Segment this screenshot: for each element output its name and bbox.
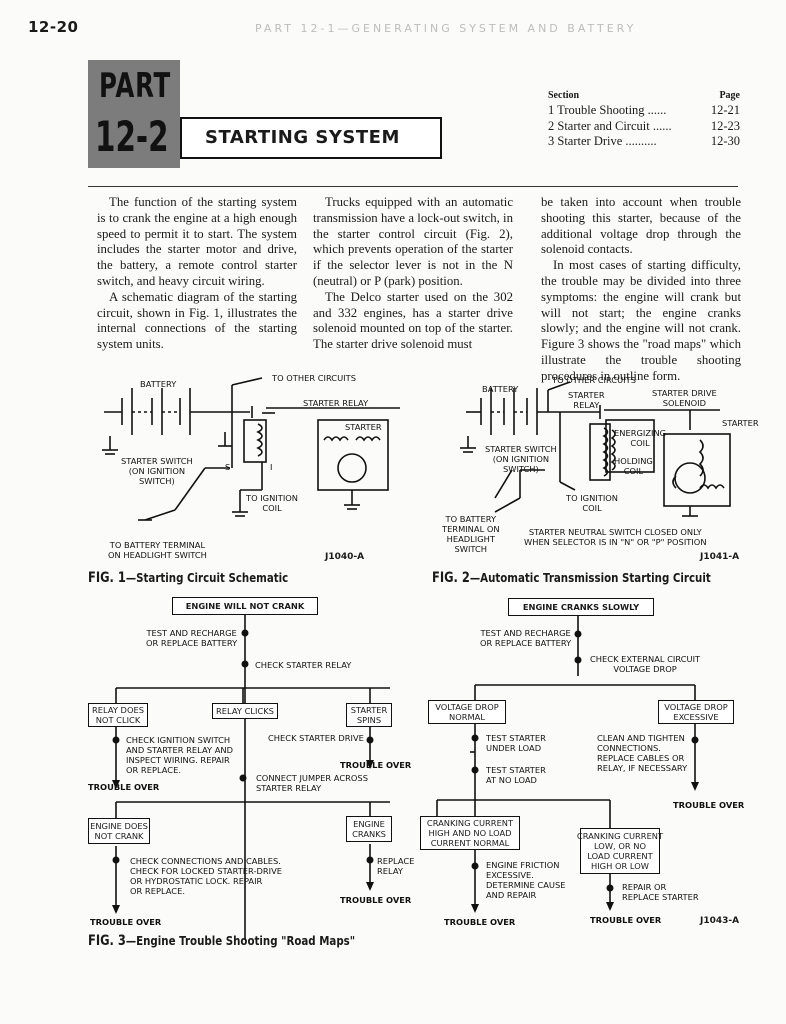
flow-test-battery-right: TEST AND RECHARGE OR REPLACE BATTERY [480,628,572,648]
toc-item-label: 2 Starter and Circuit ...... [548,118,672,133]
paragraph: be taken into account when trouble shoot… [541,195,741,257]
flow-starter-spins: STARTER SPINS [346,703,392,727]
toc-row: 3 Starter Drive .......... 12-30 [548,134,740,150]
flow-relay-clicks: RELAY CLICKS [212,703,278,719]
fig1-i-label: I [270,462,273,472]
flow-engine-friction: ENGINE FRICTION EXCESSIVE. DETERMINE CAU… [486,860,566,900]
toc-item-label: 3 Starter Drive .......... [548,134,657,148]
fig2-ignition-coil-label: TO IGNITION COIL [566,493,619,513]
flow-trouble-over: TROUBLE OVER [90,917,162,927]
flow-trouble-over: TROUBLE OVER [444,917,516,927]
flow-engine-will-not-crank: ENGINE WILL NOT CRANK [172,597,318,615]
fig1-caption: FIG. 1—Starting Circuit Schematic [88,570,288,586]
toc-row: 1 Trouble Shooting ...... 12-21 [548,103,740,119]
fig2-battery-terminal-label: TO BATTERY TERMINAL ON HEADLIGHT SWITCH [442,514,500,554]
flow-trouble-over: TROUBLE OVER [673,800,745,810]
flow-check-external: CHECK EXTERNAL CIRCUIT VOLTAGE DROP [590,654,701,674]
flow-check-relay: CHECK STARTER RELAY [255,660,352,670]
flow-test-battery: TEST AND RECHARGE OR REPLACE BATTERY [146,628,238,648]
fig2-caption: FIG. 2—Automatic Transmission Starting C… [432,570,711,586]
body-column-1: The function of the starting system is t… [97,195,297,353]
toc-item-label: 1 Trouble Shooting ...... [548,103,667,117]
fig1-code: J1040-A [325,552,365,562]
fig1-starter-label: STARTER [345,422,382,432]
toc-item-page: 12-30 [710,134,740,148]
fig1-s-label: S [225,462,231,472]
flow-voltage-excessive: VOLTAGE DROP EXCESSIVE [658,700,734,724]
fig2-caption-text: —Automatic Transmission Starting Circuit [469,570,711,585]
flow-voltage-normal: VOLTAGE DROP NORMAL [428,700,506,724]
paragraph: A schematic diagram of the starting circ… [97,289,297,352]
fig3-caption-text: —Engine Trouble Shooting "Road Maps" [125,933,356,948]
paragraph: The function of the starting system is t… [97,195,297,288]
toc-item-page: 12-21 [710,103,740,117]
flow-trouble-over: TROUBLE OVER [340,895,412,905]
flow-trouble-over: TROUBLE OVER [590,915,662,925]
toc-header: Section Page [548,90,740,101]
flow-engine-cranks-slowly: ENGINE CRANKS SLOWLY [508,598,654,616]
flow-cranking-low: CRANKING CURRENT LOW, OR NO LOAD CURRENT… [577,828,663,874]
title-rule [88,186,738,187]
fig2-code: J1041-A [700,552,740,562]
flow-cranking-normal: CRANKING CURRENT HIGH AND NO LOAD CURREN… [420,816,520,850]
section-title: STARTING SYSTEM [205,127,400,148]
toc-row: 2 Starter and Circuit ...... 12-23 [548,119,740,135]
fig3-code: J1043-A [700,916,740,926]
paragraph: In most cases of starting difficulty, th… [541,258,741,383]
flow-engine-does-not-crank: ENGINE DOES NOT CRANK [88,818,150,844]
body-column-2: Trucks equipped with an automatic transm… [313,195,513,353]
fig2-other-circuits-label: TO OTHER CIRCUITS [552,375,636,385]
flow-check-drive: CHECK STARTER DRIVE [268,733,364,743]
fig2-caption-number: FIG. 2 [432,570,470,586]
flow-connect-jumper: CONNECT JUMPER ACROSS STARTER RELAY [256,773,368,793]
flow-test-no-load: TEST STARTER AT NO LOAD [486,765,546,785]
page-number: 12-20 [28,18,79,36]
fig2-neutral-switch-label: STARTER NEUTRAL SWITCH CLOSED ONLY WHEN … [524,527,707,547]
fig2-starter-label: STARTER [722,418,759,428]
fig2-starter-switch-label: STARTER SWITCH (ON IGNITION SWITCH) [485,444,557,474]
fig3-caption: FIG. 3—Engine Trouble Shooting "Road Map… [88,933,355,949]
fig1-caption-number: FIG. 1 [88,570,126,586]
fig1-starter-relay-label: STARTER RELAY [303,398,369,408]
flow-test-under-load: TEST STARTER UNDER LOAD [486,733,546,753]
fig1-battery-terminal-label: TO BATTERY TERMINAL ON HEADLIGHT SWITCH [108,540,207,560]
fig2-holding-coil-label: HOLDING COIL [614,456,653,476]
paragraph: Trucks equipped with an automatic transm… [313,195,513,288]
section-title-box [180,117,442,159]
flow-trouble-over: TROUBLE OVER [340,760,412,770]
fig2-starter-relay-label: STARTER RELAY [568,390,605,410]
toc-section-label: Section [548,90,580,101]
toc-item-page: 12-23 [710,118,740,133]
flow-replace-relay: REPLACE RELAY [377,856,415,876]
fig1-caption-text: —Starting Circuit Schematic [125,570,289,585]
flow-relay-does-not-click: RELAY DOES NOT CLICK [88,703,148,727]
toc-page-label: Page [719,90,740,101]
fig1-starter-switch-label: STARTER SWITCH (ON IGNITION SWITCH) [121,456,193,486]
flow-clean-tighten: CLEAN AND TIGHTEN CONNECTIONS. REPLACE C… [597,733,688,773]
part-banner [88,60,180,168]
flow-check-ignition: CHECK IGNITION SWITCH AND STARTER RELAY … [126,735,233,775]
fig1-other-circuits-label: TO OTHER CIRCUITS [272,373,356,383]
flow-engine-cranks: ENGINE CRANKS [346,816,392,842]
part-word: PART [99,66,171,106]
body-column-3: be taken into account when trouble shoot… [541,195,741,385]
paragraph: The Delco starter used on the 302 and 33… [313,289,513,352]
fig2-energizing-coil-label: ENERGIZING COIL [614,428,667,448]
flow-repair-replace: REPAIR OR REPLACE STARTER [622,882,699,902]
running-head: PART 12-1—GENERATING SYSTEM AND BATTERY [255,22,637,35]
fig1-ignition-coil-label: TO IGNITION COIL [246,493,299,513]
flow-check-connections: CHECK CONNECTIONS AND CABLES. CHECK FOR … [130,856,282,896]
fig2-drive-solenoid-label: STARTER DRIVE SOLENOID [652,388,717,408]
part-number: 12-2 [95,112,169,161]
fig1-battery-label: BATTERY [140,379,177,389]
fig3-caption-number: FIG. 3 [88,933,126,949]
table-of-contents: Section Page 1 Trouble Shooting ...... 12… [548,90,740,150]
flow-trouble-over: TROUBLE OVER [88,782,160,792]
fig2-battery-label: BATTERY [482,384,519,394]
